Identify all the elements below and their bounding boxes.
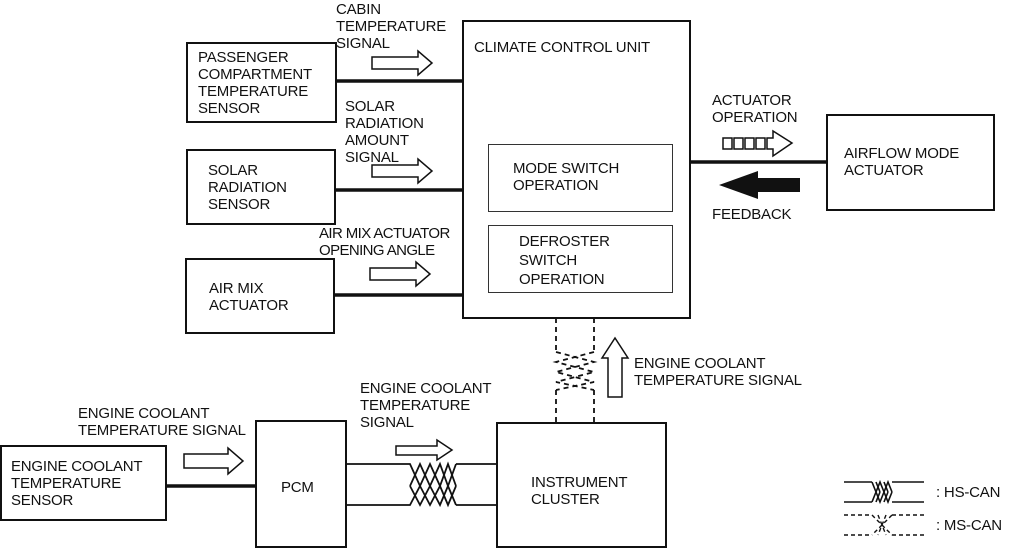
air-mix-actuator-label: AIR MIX ACTUATOR bbox=[209, 280, 289, 314]
ect-pcm-to-cluster-label: ENGINE COOLANT TEMPERATURE SIGNAL bbox=[360, 380, 492, 431]
air-mix-actuator: AIR MIX ACTUATOR bbox=[185, 258, 335, 334]
mode-switch-label: MODE SWITCH OPERATION bbox=[513, 160, 620, 194]
actuator-operation-arrow bbox=[722, 129, 794, 158]
pcm-label: PCM bbox=[281, 479, 314, 496]
air-mix-signal-arrow bbox=[369, 260, 432, 288]
actuator-operation-label: ACTUATOR OPERATION bbox=[712, 92, 798, 126]
engine-coolant-temperature-sensor: ENGINE COOLANT TEMPERATURE SENSOR bbox=[0, 445, 167, 521]
passenger-compartment-temperature-sensor: PASSENGER COMPARTMENT TEMPERATURE SENSOR bbox=[186, 42, 337, 123]
pcm: PCM bbox=[255, 420, 347, 548]
legend-hs-can-label: : HS-CAN bbox=[936, 484, 1001, 501]
cabin-temperature-signal-label: CABIN TEMPERATURE SIGNAL bbox=[336, 1, 447, 52]
legend-hs-can-symbol bbox=[844, 479, 924, 505]
solar-radiation-sensor: SOLAR RADIATION SENSOR bbox=[186, 149, 336, 225]
ect-sensor-label: ENGINE COOLANT TEMPERATURE SENSOR bbox=[11, 458, 143, 509]
legend-ms-can-label: : MS-CAN bbox=[936, 517, 1002, 534]
ect-to-pcm-label: ENGINE COOLANT TEMPERATURE SIGNAL bbox=[78, 405, 246, 439]
hs-can-bus bbox=[346, 461, 496, 508]
airflow-mode-actuator: AIRFLOW MODE ACTUATOR bbox=[826, 114, 995, 211]
ect-to-cluster-arrow bbox=[395, 438, 454, 462]
solar-signal-arrow bbox=[371, 157, 434, 185]
ect-to-pcm-arrow bbox=[183, 446, 245, 476]
solar-sensor-label: SOLAR RADIATION SENSOR bbox=[208, 162, 287, 213]
cabin-signal-arrow bbox=[371, 49, 434, 77]
legend-ms-can-symbol bbox=[844, 514, 924, 536]
feedback-label: FEEDBACK bbox=[712, 206, 792, 223]
passenger-sensor-label: PASSENGER COMPARTMENT TEMPERATURE SENSOR bbox=[198, 49, 312, 117]
climate-control-unit: CLIMATE CONTROL UNIT MODE SWITCH OPERATI… bbox=[462, 20, 691, 319]
airflow-mode-actuator-label: AIRFLOW MODE ACTUATOR bbox=[844, 145, 960, 179]
mode-switch-operation: MODE SWITCH OPERATION bbox=[488, 144, 673, 212]
solar-radiation-amount-signal-label: SOLAR RADIATION AMOUNT SIGNAL bbox=[345, 98, 424, 166]
ms-can-bus bbox=[552, 318, 598, 422]
instrument-cluster: INSTRUMENT CLUSTER bbox=[496, 422, 667, 548]
air-mix-opening-angle-label: AIR MIX ACTUATOR OPENING ANGLE bbox=[319, 225, 450, 259]
ect-cluster-to-ccu-label: ENGINE COOLANT TEMPERATURE SIGNAL bbox=[634, 355, 802, 389]
ect-to-ccu-arrow bbox=[600, 336, 630, 398]
defroster-switch-label: DEFROSTER SWITCH OPERATION bbox=[519, 233, 610, 288]
instrument-cluster-label: INSTRUMENT CLUSTER bbox=[531, 474, 628, 508]
climate-control-unit-label: CLIMATE CONTROL UNIT bbox=[474, 39, 651, 56]
defroster-switch-operation: DEFROSTER SWITCH OPERATION bbox=[488, 225, 673, 293]
feedback-arrow bbox=[719, 171, 800, 199]
